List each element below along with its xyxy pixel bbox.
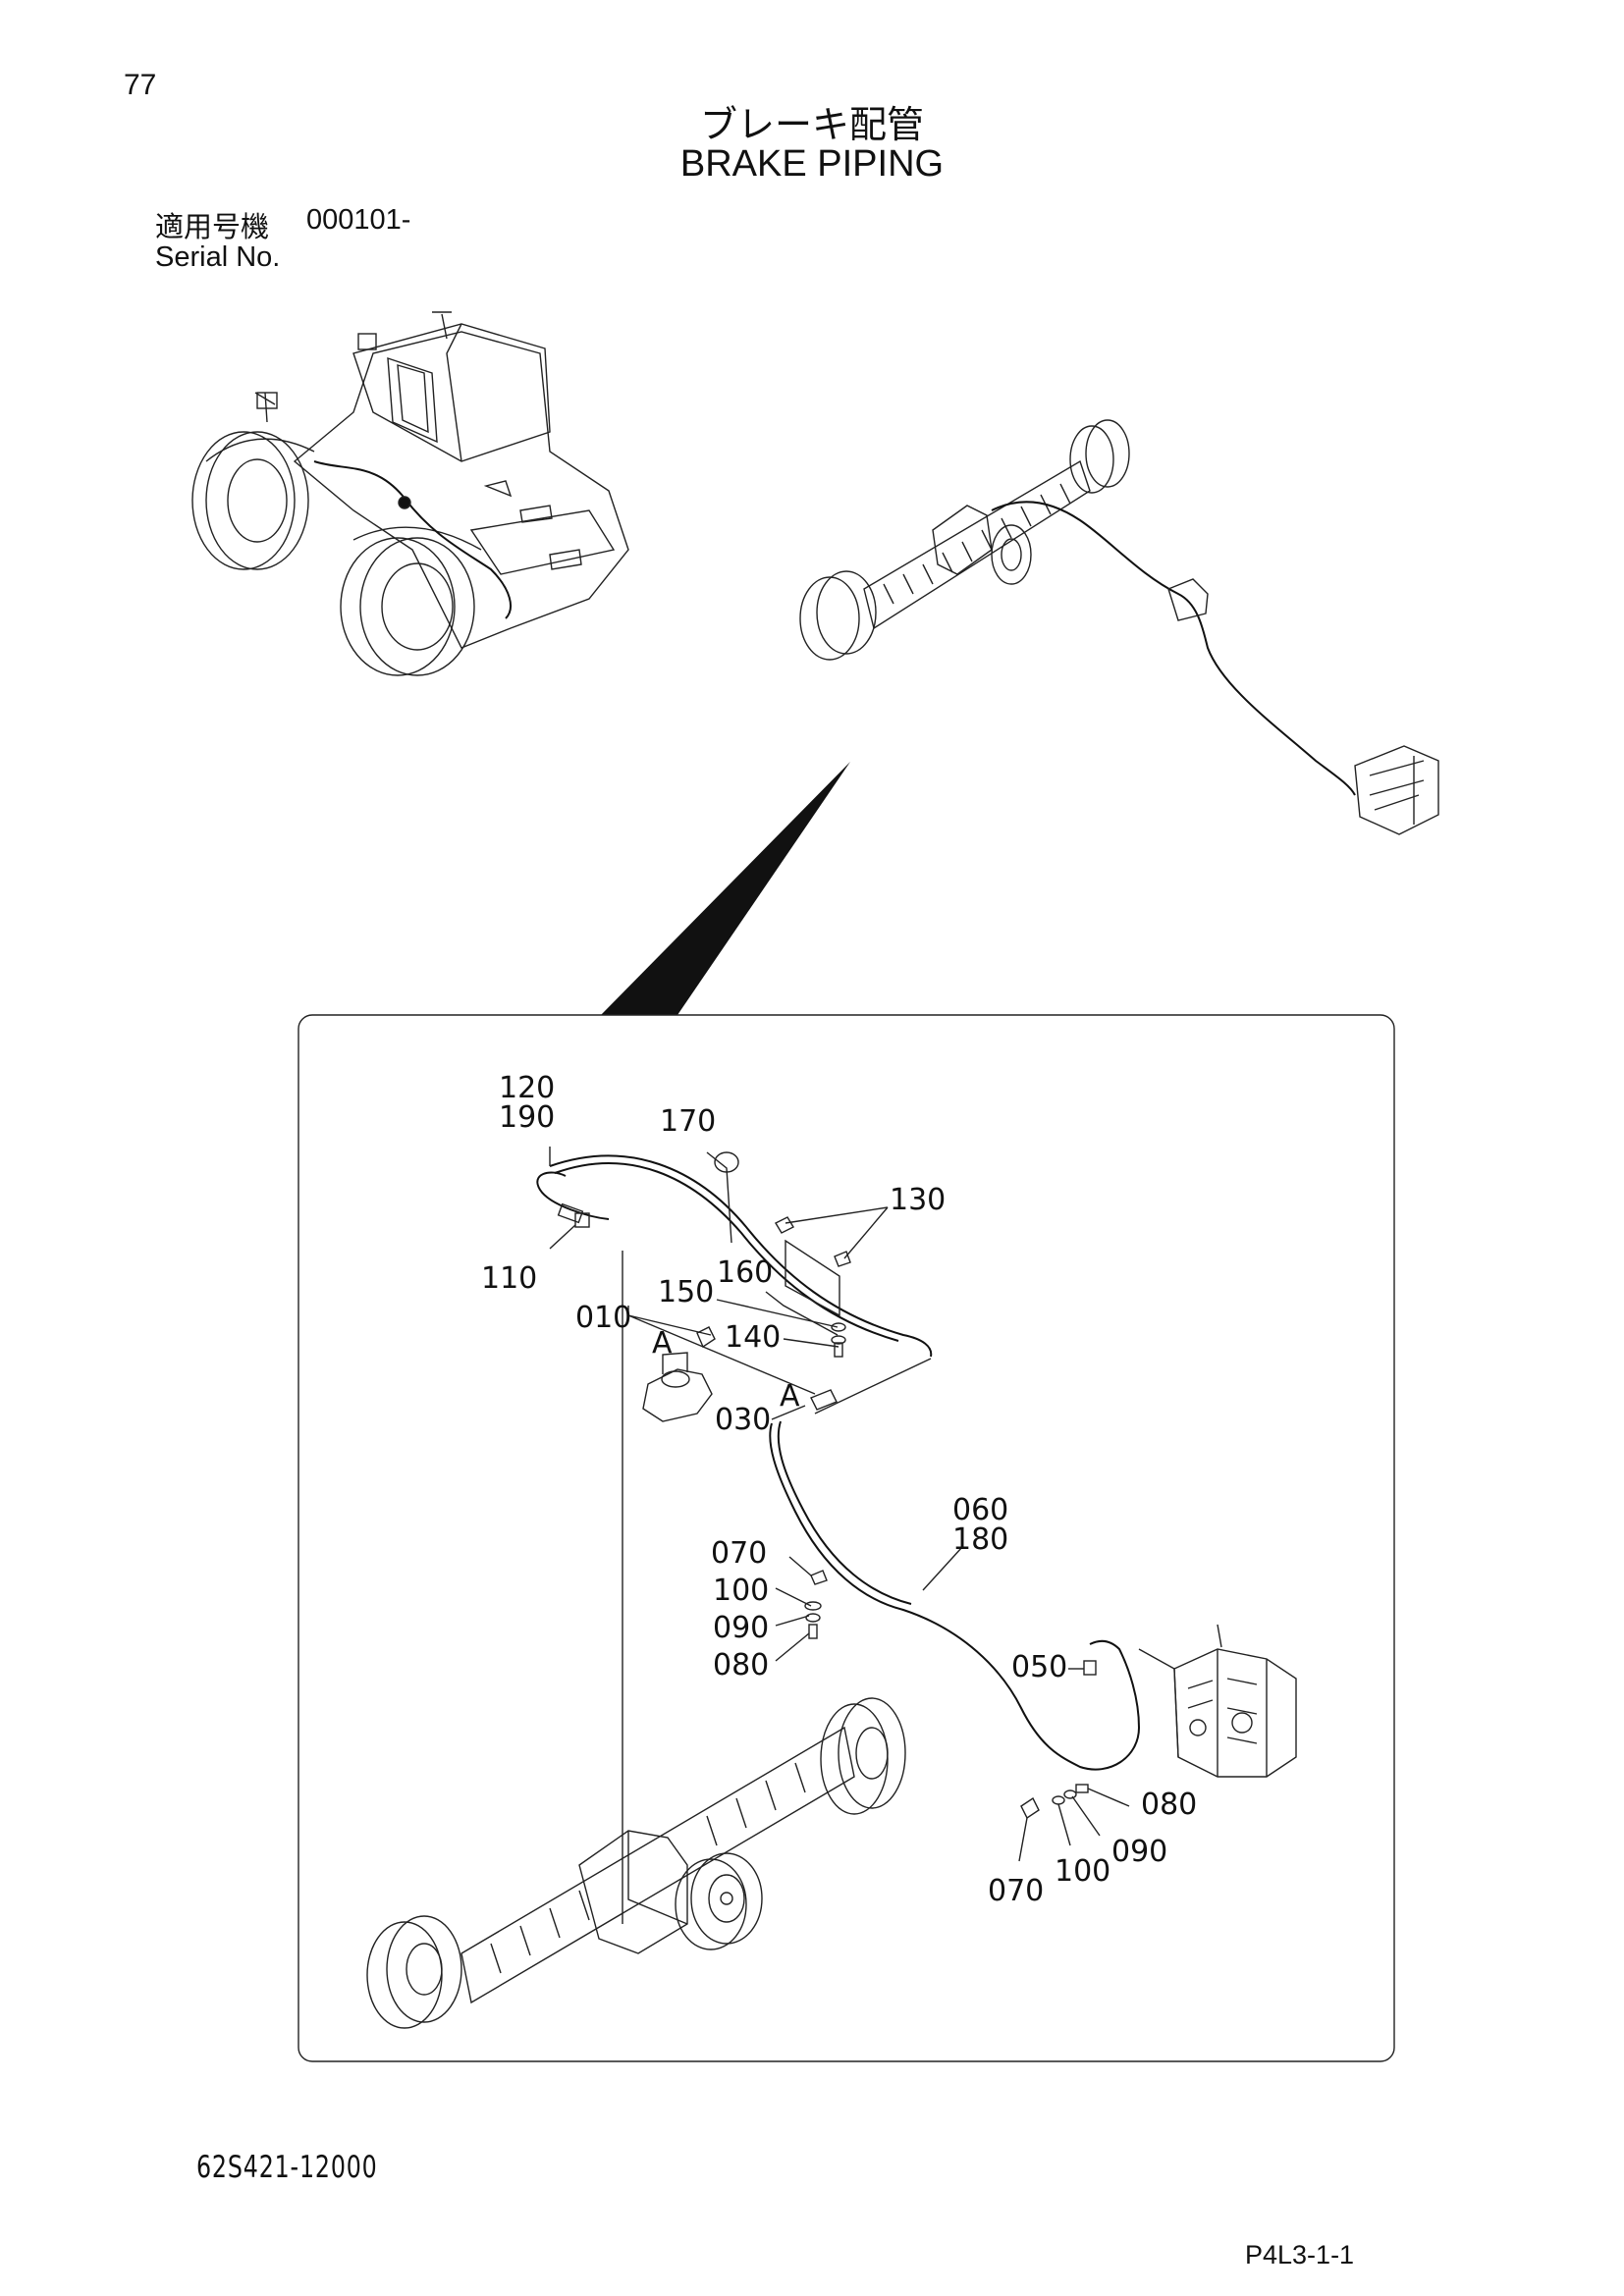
detail-hoses-and-fittings — [536, 1151, 1141, 1820]
callout-030: 030 — [715, 1403, 771, 1437]
callout-160: 160 — [717, 1255, 773, 1290]
serial-label-english: Serial No. — [155, 241, 281, 273]
callout-a-upper: A — [652, 1326, 673, 1361]
page-title-japanese: ブレーキ配管 — [699, 105, 924, 146]
callout-090-upper: 090 — [713, 1611, 769, 1645]
callout-150: 150 — [658, 1275, 714, 1309]
detail-view-frame — [298, 1014, 1395, 2062]
serial-number-value: 000101- — [306, 204, 411, 236]
callout-190: 190 — [499, 1100, 555, 1135]
callout-140: 140 — [725, 1320, 781, 1355]
callout-080-upper: 080 — [713, 1648, 769, 1682]
callout-090-lower: 090 — [1111, 1835, 1167, 1869]
callout-180: 180 — [952, 1522, 1008, 1557]
hydraulic-pump-illustration — [1138, 1624, 1297, 1778]
page-reference: P4L3-1-1 — [1245, 2240, 1355, 2269]
leader-lines — [549, 1147, 1130, 1924]
callout-100-upper: 100 — [713, 1574, 769, 1608]
callout-a-lower: A — [780, 1379, 800, 1414]
callout-070-upper: 070 — [711, 1536, 767, 1571]
serial-label-japanese: 適用号機 — [155, 212, 270, 243]
callout-170: 170 — [660, 1104, 716, 1139]
callout-060: 060 — [952, 1493, 1008, 1527]
zoom-pointer-wedge — [601, 762, 850, 1015]
callout-100-lower: 100 — [1055, 1854, 1110, 1889]
callout-120: 120 — [499, 1071, 555, 1105]
callout-110: 110 — [481, 1261, 537, 1296]
callout-130: 130 — [890, 1183, 946, 1217]
page-title-english: BRAKE PIPING — [679, 143, 945, 185]
callout-050: 050 — [1011, 1650, 1067, 1684]
callout-070-lower: 070 — [988, 1874, 1044, 1908]
callout-labels: 120 190 170 130 110 160 150 010 140 A A … — [481, 1071, 1197, 1908]
wheel-loader-overview-illustration — [191, 311, 629, 676]
catalog-number: 62S421-12000 — [196, 2150, 378, 2185]
callout-080-lower: 080 — [1141, 1788, 1197, 1822]
callout-010: 010 — [575, 1301, 631, 1335]
page-number: 77 — [124, 69, 157, 101]
rear-axle-illustration — [366, 1697, 906, 2029]
axle-overview-illustration — [799, 419, 1439, 835]
